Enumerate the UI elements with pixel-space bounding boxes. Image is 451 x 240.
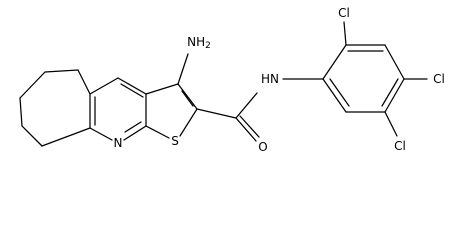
thiophene-s-label: S [171,134,179,148]
trichlorophenyl-ring [322,44,405,113]
pyridine-n-label: N [114,136,123,150]
chloro-substituents [343,21,428,137]
atom-labels: NH2 HN N S O Cl Cl Cl [114,6,445,154]
molecule-canvas: NH2 HN N S O Cl Cl Cl [19,6,445,154]
pyridine-ring [89,77,147,141]
chloro-bottom-label: Cl [394,139,406,153]
chloro-top-label: Cl [338,6,350,20]
amino-substituent [177,53,189,85]
cycloheptane-ring [19,69,91,147]
amino-nh2-label: NH2 [187,35,211,51]
chloro-right-label: Cl [433,72,445,86]
thiophene-ring [145,83,198,139]
carboxamide-group [196,92,260,142]
carbonyl-o-label: O [258,140,267,154]
amide-nh-label: HN [261,72,279,86]
chemical-structure-diagram: NH2 HN N S O Cl Cl Cl [19,6,445,154]
